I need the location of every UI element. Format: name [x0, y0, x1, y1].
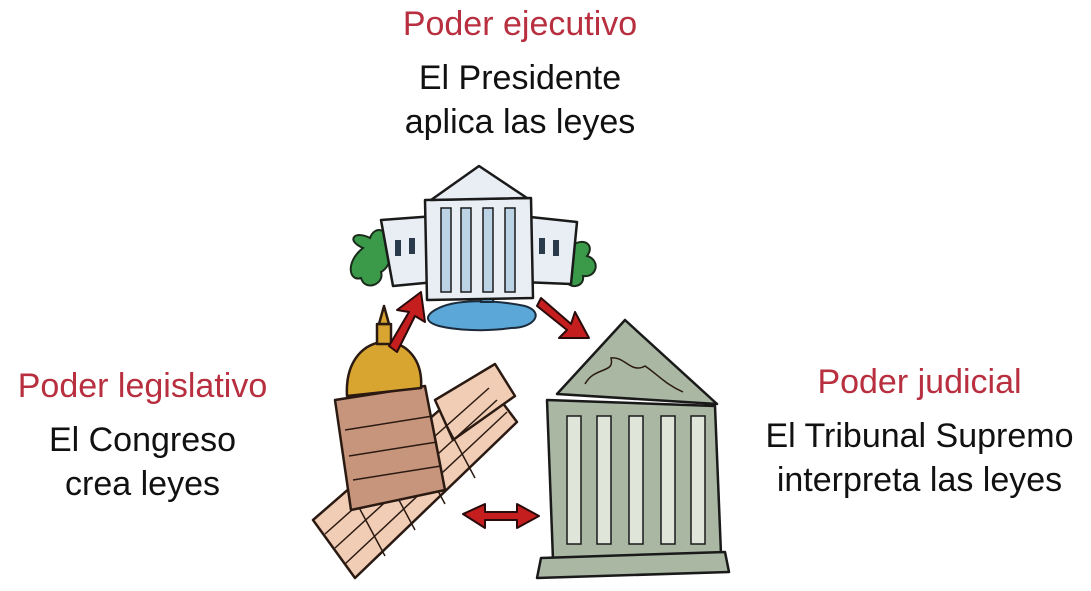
separation-of-powers-illustration	[311, 164, 731, 580]
supreme-court-icon	[535, 318, 731, 580]
legislative-title: Poder legislativo	[17, 367, 268, 405]
legislative-description: El Congreso crea leyes	[0, 418, 285, 506]
executive-description: El Presidente aplica las leyes	[330, 56, 710, 144]
judicial-title: Poder judicial	[817, 363, 1022, 401]
white-house-icon	[349, 164, 597, 332]
legislative-branch: Poder legislativo El Congreso crea leyes	[0, 366, 285, 506]
capitol-icon	[311, 304, 519, 580]
legislative-description-line1: El Congreso	[48, 421, 237, 459]
executive-branch: Poder ejecutivo El Presidente aplica las…	[330, 4, 710, 144]
arrow-leg-exec-icon	[388, 291, 426, 353]
executive-description-line1: El Presidente	[418, 59, 622, 97]
executive-description-line2: aplica las leyes	[404, 103, 636, 141]
arrow-leg-jud-icon	[462, 503, 540, 529]
arrow-exec-jud-icon	[536, 297, 590, 339]
judicial-description: El Tribunal Supremo interpreta las leyes	[748, 414, 1091, 502]
judicial-description-line2: interpreta las leyes	[776, 461, 1063, 499]
executive-title: Poder ejecutivo	[402, 5, 638, 43]
judicial-branch: Poder judicial El Tribunal Supremo inter…	[748, 362, 1091, 502]
judicial-description-line1: El Tribunal Supremo	[765, 417, 1074, 455]
legislative-description-line2: crea leyes	[65, 465, 220, 503]
